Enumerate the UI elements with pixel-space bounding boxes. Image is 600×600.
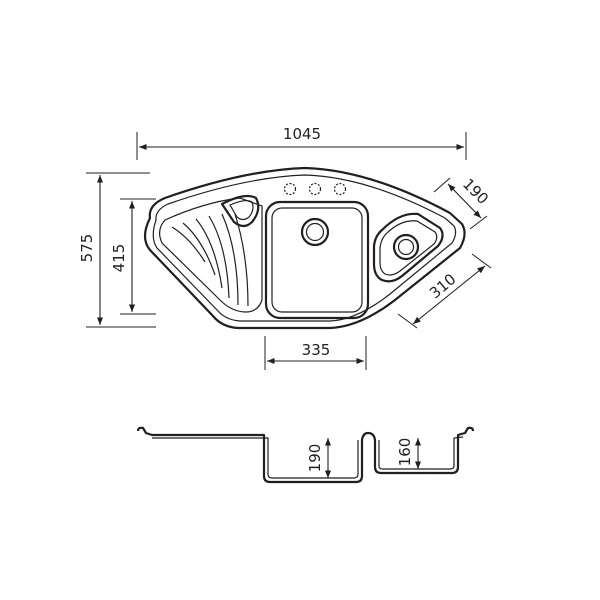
dim-main-bowl-depth: 190 [306,438,332,478]
dim-main-bowl-width: 335 [264,336,367,370]
dim-side-edge-long: 310 [397,253,492,329]
top-view: 1045 575 415 335 190 [78,125,492,370]
dim-label-side-edge-short: 190 [459,175,492,208]
waste-triangle [220,194,260,228]
section-profile-inner [152,436,464,479]
main-bowl-inner [271,207,363,313]
dim-label-drainer-depth: 415 [110,244,128,273]
dim-label-side-edge-long: 310 [426,270,460,302]
drainer-area [159,197,263,313]
dim-drainer-depth: 415 [110,198,156,315]
dim-label-main-bowl-width: 335 [302,341,331,359]
main-bowl-drain [300,217,330,247]
tap-hole-1 [283,182,297,196]
dim-small-bowl-depth: 160 [396,438,422,469]
tap-hole-2 [308,182,322,196]
section-profile [136,426,475,484]
drainer-grooves [171,213,249,307]
small-bowl-inner [379,220,438,276]
main-bowl [264,200,370,320]
dim-overall-width: 1045 [136,125,467,160]
dim-label-overall-depth: 575 [78,234,96,263]
small-bowl-drain [392,233,420,261]
sink-inner-rim [152,174,457,322]
small-bowl [372,212,444,283]
dim-side-edge-short: 190 [433,175,492,230]
section-view: 190 160 [136,426,475,484]
waste-triangle-inner [229,199,254,221]
sink-outer-outline [143,166,466,330]
dim-label-small-bowl-depth: 160 [396,438,414,467]
main-bowl-drain-inner [305,222,325,242]
dim-label-main-bowl-depth: 190 [306,444,324,473]
tap-hole-3 [333,182,347,196]
dim-overall-depth: 575 [78,172,156,328]
dim-label-overall-width: 1045 [283,125,321,143]
small-bowl-drain-inner [397,238,415,256]
